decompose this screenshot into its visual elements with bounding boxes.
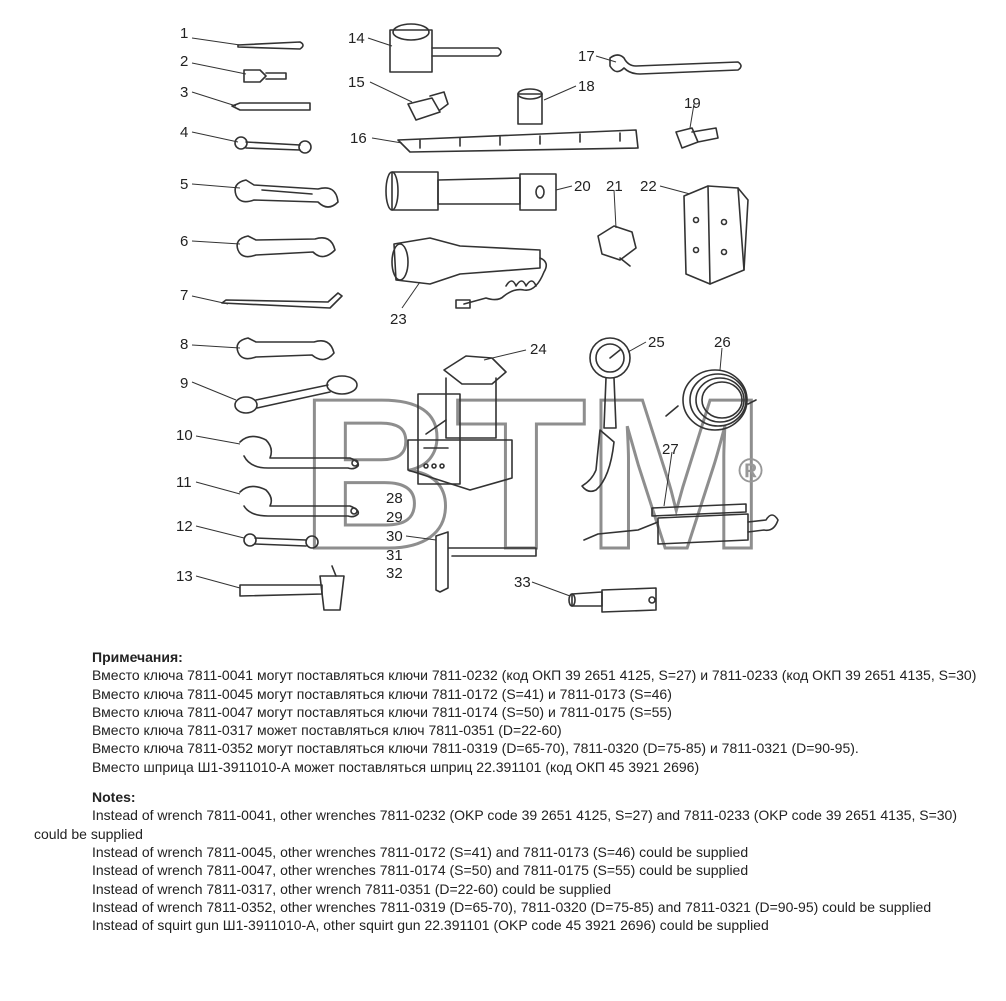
tool-hose-coil	[665, 369, 757, 431]
tool-hex-box	[683, 185, 749, 285]
notes-ru-line: Вместо ключа 7811-0047 могут поставлятьс…	[92, 703, 672, 720]
tool-sleeve	[517, 88, 543, 125]
callout-32: 32	[386, 565, 403, 582]
tool-wrench-6	[236, 235, 336, 258]
callout-2: 2	[180, 53, 188, 70]
callout-16: 16	[350, 130, 367, 147]
btm-watermark: BTM ®	[299, 352, 768, 596]
notes-en-line: Instead of wrench 7811-0045, other wrenc…	[92, 843, 749, 860]
notes-ru-line: Вместо ключа 7811-0317 может поставлятьс…	[92, 722, 562, 739]
tool-hook-spanner	[239, 435, 360, 470]
registered-mark: ®	[738, 452, 763, 490]
callout-11: 11	[176, 474, 192, 491]
tool-ring-wrench	[234, 375, 358, 414]
notes-ru-line: Вместо ключа 7811-0041 могут поставлятьс…	[92, 667, 977, 684]
callout-10: 10	[176, 427, 193, 444]
tool-socket-handle	[385, 171, 557, 211]
tool-wrench-small	[234, 136, 312, 154]
tool-inflator	[391, 237, 548, 309]
tool-adapter-19	[675, 127, 719, 149]
tool-hook-spanner-11	[239, 485, 360, 518]
tool-pressure-gauge	[581, 337, 631, 493]
callout-5: 5	[180, 176, 188, 193]
tool-wrench-12	[243, 533, 319, 549]
tool-socket-33	[568, 587, 657, 613]
callout-labels: 1 2 3 4 5 6 7 8 9 10 11 12 13 14 15 16 1…	[176, 25, 731, 591]
callout-20: 20	[574, 178, 591, 195]
callout-33: 33	[514, 574, 531, 591]
notes-ru-heading: Примечания:	[92, 649, 183, 665]
notes-ru-line: Вместо ключа 7811-0045 могут поставлятьс…	[92, 685, 672, 702]
notes-en-line: Instead of squirt gun Ш1-3911010-А, othe…	[92, 917, 769, 934]
callout-6: 6	[180, 233, 188, 250]
tool-nut-socket	[597, 225, 637, 267]
notes-en-heading: Notes:	[92, 789, 136, 806]
callout-21: 21	[606, 178, 623, 195]
notes-en-line: Instead of wrench 7811-0317, other wrenc…	[92, 880, 611, 897]
callout-24: 24	[530, 341, 547, 358]
tool-hammer	[239, 565, 345, 611]
callout-18: 18	[578, 78, 595, 95]
notes-ru-line: Вместо ключа 7811-0352 могут поставлятьс…	[92, 740, 859, 757]
callout-15: 15	[348, 74, 365, 91]
callout-31: 31	[386, 547, 403, 564]
notes-en-line: Instead of wrench 7811-0047, other wrenc…	[92, 862, 749, 879]
callout-30: 30	[386, 528, 403, 545]
callout-13: 13	[176, 568, 193, 585]
leader-lines	[191, 37, 723, 597]
tool-adapter	[243, 69, 287, 83]
notes-en-line: Instead of wrench 7811-0352, other wrenc…	[92, 898, 932, 915]
callout-28: 28	[386, 490, 403, 507]
callout-9: 9	[180, 375, 188, 392]
callout-27: 27	[662, 441, 679, 458]
tool-pry-bar	[221, 292, 343, 309]
tool-hex-key	[435, 531, 537, 593]
notes-en-line: Instead of wrench 7811-0041, other wrenc…	[34, 807, 957, 842]
callout-3: 3	[180, 84, 188, 101]
callout-14: 14	[348, 30, 365, 47]
tool-chisel	[231, 102, 311, 111]
tool-t-socket	[389, 23, 502, 73]
callout-4: 4	[180, 124, 188, 141]
callout-22: 22	[640, 178, 657, 195]
callout-23: 23	[390, 311, 407, 328]
callout-26: 26	[714, 334, 731, 351]
callout-8: 8	[180, 336, 188, 353]
callout-25: 25	[648, 334, 665, 351]
tool-jack	[407, 355, 513, 491]
callout-12: 12	[176, 518, 193, 535]
tool-pin-spanner	[609, 54, 742, 75]
callout-19: 19	[684, 95, 701, 112]
notes-section: Примечания: Вместо ключа 7811-0041 могут…	[34, 648, 984, 934]
notes-ru-line: Вместо шприца Ш1-3911010-А может поставл…	[92, 758, 700, 775]
callout-7: 7	[180, 287, 188, 304]
callout-1: 1	[180, 25, 188, 42]
tool-wrench-5	[234, 179, 339, 208]
watermark-text: BTM	[300, 353, 766, 594]
tool-kit-diagram: BTM ®	[176, 23, 779, 613]
tool-grease-gun	[583, 503, 779, 545]
callout-29: 29	[386, 509, 403, 526]
callout-17: 17	[578, 48, 595, 65]
tool-drift	[237, 41, 304, 50]
tool-ruler	[397, 129, 639, 153]
tool-plug	[407, 91, 449, 121]
